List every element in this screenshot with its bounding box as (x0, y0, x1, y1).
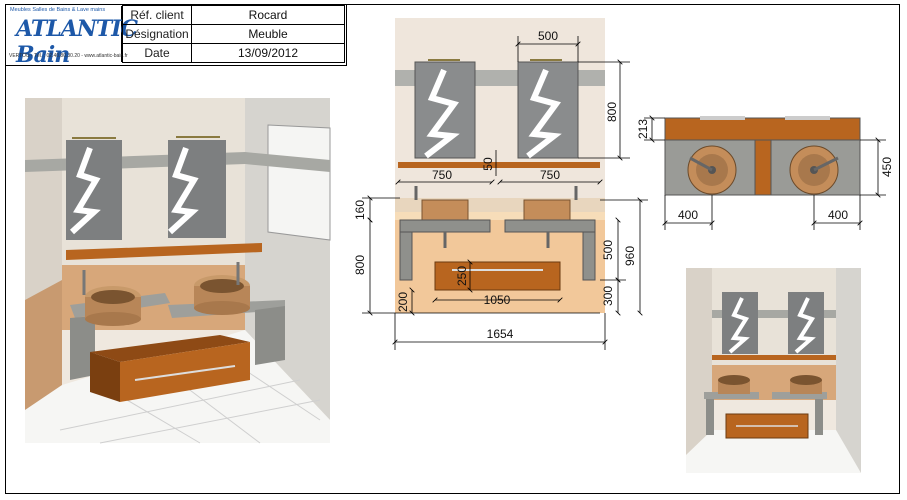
title-block (5, 4, 347, 66)
dim-depth-450: 450 (880, 157, 894, 177)
dim-half-right: 750 (540, 168, 560, 182)
project-info-table: Réf. client Rocard Désignation Meuble Da… (122, 5, 345, 63)
small-perspective-view (686, 268, 861, 473)
dim-total-width: 1654 (487, 327, 514, 341)
atlantic-bain-logo: Meubles Salles de Bains & Lave mains ATL… (6, 6, 138, 68)
date-value: 13/09/2012 (191, 43, 345, 63)
dim-top-offset: 160 (353, 200, 367, 220)
date-label: Date (122, 43, 192, 63)
dim-wall-960: 960 (623, 246, 637, 266)
plan-view: 213 450 400 400 (636, 116, 894, 230)
designation-label: Désignation (122, 24, 192, 44)
dim-drawer-width: 1050 (484, 293, 511, 307)
dim-shelf-gap: 50 (481, 157, 495, 171)
dim-mirror-height: 800 (605, 102, 619, 122)
dim-drawer-height: 250 (455, 266, 469, 286)
brand-name: ATLANTIC Bain (16, 16, 138, 68)
dim-right-400: 400 (828, 208, 848, 222)
dim-plinth: 200 (396, 292, 410, 312)
sheet-frame (5, 4, 900, 494)
designation-row: Désignation Meuble (122, 24, 345, 44)
brand-address: VERTOU - Tél. : 02.40.80.30.20 - www.atl… (9, 53, 128, 59)
brand-tagline: Meubles Salles de Bains & Lave mains (10, 7, 106, 13)
dim-wall-500: 500 (601, 240, 615, 260)
designation-value: Meuble (191, 24, 345, 44)
dim-depth-213: 213 (636, 119, 650, 139)
dim-wall-300: 300 (601, 286, 615, 306)
dim-mirror-width: 500 (538, 29, 558, 43)
front-elevation: 500 800 50 750 750 160 800 200 250 1050 … (353, 18, 648, 350)
dim-height-total: 800 (353, 255, 367, 275)
dim-left-400: 400 (678, 208, 698, 222)
perspective-view (25, 98, 331, 444)
dim-half-left: 750 (432, 168, 452, 182)
date-row: Date 13/09/2012 (122, 43, 345, 63)
ref-label: Réf. client (122, 5, 192, 25)
ref-row: Réf. client Rocard (122, 5, 345, 25)
